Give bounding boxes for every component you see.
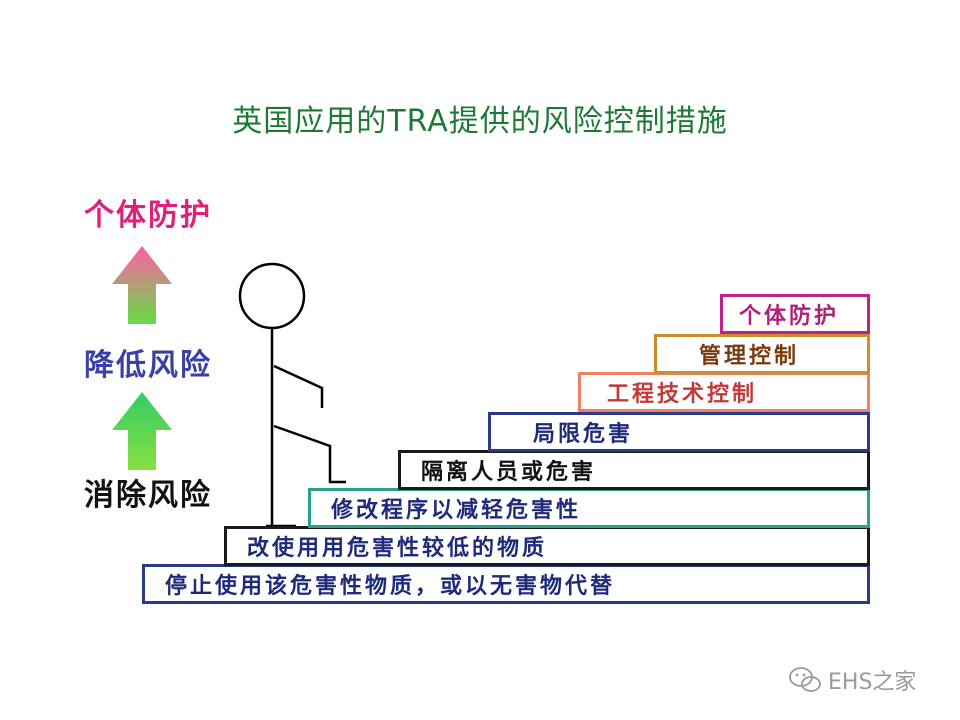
watermark-text: EHS之家 [828,664,916,696]
step-personal-protection: 个体防护 [720,294,870,334]
step-stop-use-substitute: 停止使用该危害性物质，或以无害物代替 [142,564,870,604]
step-isolate: 隔离人员或危害 [398,450,870,490]
step-admin-control: 管理控制 [654,334,870,374]
step-modify-procedure: 修改程序以减轻危害性 [308,488,870,528]
wechat-icon [788,666,822,694]
watermark: EHS之家 [788,664,916,696]
step-use-less-hazardous: 改使用用危害性较低的物质 [224,526,870,566]
step-confine-hazard: 局限危害 [488,412,870,452]
step-engineering-control: 工程技术控制 [578,372,870,412]
